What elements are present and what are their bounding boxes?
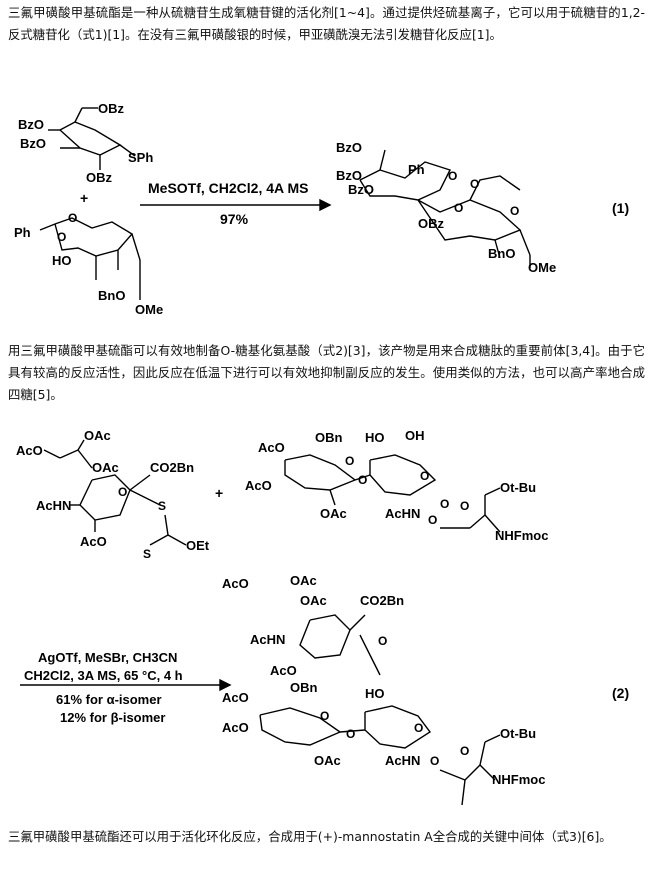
- prod2-g3: OAc: [300, 593, 327, 608]
- reaction-arrow-2: AgOTf, MeSBr, CH3CN CH2Cl2, 3A MS, 65 °C…: [20, 650, 232, 725]
- product-g4: BzO: [348, 182, 374, 197]
- product-g7: O: [454, 201, 463, 215]
- donor-thioglycoside: OBz BzO BzO OBz SPh: [18, 101, 153, 185]
- acceptor2-g1: AcO: [258, 440, 285, 455]
- product-g3: BzO: [336, 168, 362, 183]
- acceptor2-g7: O: [358, 473, 367, 487]
- donor-g4: OBz: [86, 170, 113, 185]
- prod2-g5: AcHN: [250, 632, 285, 647]
- acceptor2-g10: OAc: [320, 506, 347, 521]
- prod2-g6: AcO: [270, 663, 297, 678]
- sialyl-g2: OAc: [84, 428, 111, 443]
- sialyl-g6: AcO: [80, 534, 107, 549]
- product-g10: BnO: [488, 246, 515, 261]
- product-g1: BzO: [336, 140, 362, 155]
- yield-1: 97%: [220, 211, 249, 227]
- acceptor2-g12: Ot-Bu: [500, 480, 536, 495]
- prod2-g4: CO2Bn: [360, 593, 404, 608]
- acceptor2-g5: AcO: [245, 478, 272, 493]
- prod2-g17: O: [430, 754, 439, 768]
- prod2-g15: OAc: [314, 753, 341, 768]
- donor-g2: BzO: [18, 117, 44, 132]
- prod2-g2: OAc: [290, 573, 317, 588]
- paragraph-cyclization: 三氟甲磺酸甲基硫酯还可以用于活化环化反应，合成用于(+)-mannostatin…: [8, 829, 612, 844]
- product-disaccharide: BzO Ph BzO BzO O O O O OBz BnO OMe: [336, 140, 556, 275]
- conditions-2b: CH2Cl2, 3A MS, 65 °C, 4 h: [24, 668, 183, 683]
- prod2-g8: AcO: [222, 690, 249, 705]
- conditions-1: MeSOTf, CH2Cl2, 4A MS: [148, 180, 309, 196]
- scheme-1: OBz BzO BzO OBz SPh + Ph O O HO BnO OMe …: [0, 100, 653, 325]
- prod2-g1: AcO: [222, 576, 249, 591]
- acceptor-g5: BnO: [98, 288, 125, 303]
- prod2-g11: AcO: [222, 720, 249, 735]
- acceptor-g2: O: [57, 230, 66, 244]
- paragraph-glycosylation: 用三氟甲磺酸甲基硫酯可以有效地制备O-糖基化氨基酸（式2)[3]，该产物是用来合…: [8, 343, 645, 402]
- prod2-g12: O: [320, 709, 329, 723]
- sialyl-g7: S: [158, 499, 166, 513]
- acceptor-g3: O: [68, 211, 77, 225]
- sialyl-g3: OAc: [92, 460, 119, 475]
- acceptor2-g4: OH: [405, 428, 425, 443]
- prod2-g9: OBn: [290, 680, 318, 695]
- sialyl-g1: AcO: [16, 443, 43, 458]
- acceptor2-g15: O: [440, 497, 449, 511]
- sialyl-g4: CO2Bn: [150, 460, 194, 475]
- product-g5: O: [448, 169, 457, 183]
- prod2-g18: Ot-Bu: [500, 726, 536, 741]
- sialyl-g8: S: [143, 547, 151, 561]
- sialyl-donor: AcO OAc OAc O CO2Bn AcHN AcO S S OEt: [16, 428, 210, 561]
- acceptor2-g13: O: [460, 499, 469, 513]
- sialyl-g9: OEt: [186, 538, 210, 553]
- reaction-arrow-1: MeSOTf, CH2Cl2, 4A MS 97%: [140, 180, 332, 227]
- acceptor-sugar: Ph O O HO BnO OMe: [14, 211, 163, 317]
- product-g6: O: [470, 177, 479, 191]
- product-g9: OBz: [418, 216, 445, 231]
- product-g8: O: [510, 204, 519, 218]
- prod2-g7: O: [378, 634, 387, 648]
- yield-2a: 61% for α-isomer: [56, 692, 162, 707]
- donor-g1: OBz: [98, 101, 125, 116]
- equation-number-2: (2): [612, 685, 629, 701]
- prod2-g20: NHFmoc: [492, 772, 545, 787]
- sialyl-g5: AcHN: [36, 498, 71, 513]
- acceptor-g4: HO: [52, 253, 72, 268]
- acceptor2-g11: AcHN: [385, 506, 420, 521]
- acceptor2-g9: O: [428, 513, 437, 527]
- product-g2: Ph: [408, 162, 425, 177]
- acceptor2-g8: O: [420, 469, 429, 483]
- acceptor-g6: OMe: [135, 302, 163, 317]
- glycosyl-acceptor: AcO OBn HO OH AcO O O O O OAc AcHN Ot-Bu…: [245, 428, 548, 543]
- sialyl-g10: O: [118, 485, 127, 499]
- acceptor2-g3: HO: [365, 430, 385, 445]
- prod2-g14: O: [414, 721, 423, 735]
- yield-2b: 12% for β-isomer: [60, 710, 165, 725]
- donor-g5: SPh: [128, 150, 153, 165]
- prod2-g19: O: [460, 744, 469, 758]
- prod2-g13: O: [346, 727, 355, 741]
- acceptor2-g14: NHFmoc: [495, 528, 548, 543]
- scheme-2: AcO OAc OAc O CO2Bn AcHN AcO S S OEt + A…: [0, 420, 653, 815]
- prod2-g16: AcHN: [385, 753, 420, 768]
- acceptor-g1: Ph: [14, 225, 31, 240]
- paragraph-intro: 三氟甲磺酸甲基硫酯是一种从硫糖苷生成氧糖苷键的活化剂[1~4]。通过提供烃硫基离…: [8, 5, 645, 42]
- donor-g3: BzO: [20, 136, 46, 151]
- product-glycoconjugate: AcO OAc OAc CO2Bn AcHN AcO O AcO OBn HO …: [222, 573, 545, 806]
- acceptor2-g2: OBn: [315, 430, 343, 445]
- scheme-1-structures: OBz BzO BzO OBz SPh + Ph O O HO BnO OMe …: [14, 101, 629, 317]
- conditions-2a: AgOTf, MeSBr, CH3CN: [38, 650, 177, 665]
- equation-number-1: (1): [612, 200, 629, 216]
- prod2-g10: HO: [365, 686, 385, 701]
- plus-sign: +: [80, 190, 88, 206]
- product-g11: OMe: [528, 260, 556, 275]
- scheme-2-structures: AcO OAc OAc O CO2Bn AcHN AcO S S OEt + A…: [16, 428, 629, 806]
- acceptor2-g6: O: [345, 454, 354, 468]
- plus-sign-2: +: [215, 485, 223, 501]
